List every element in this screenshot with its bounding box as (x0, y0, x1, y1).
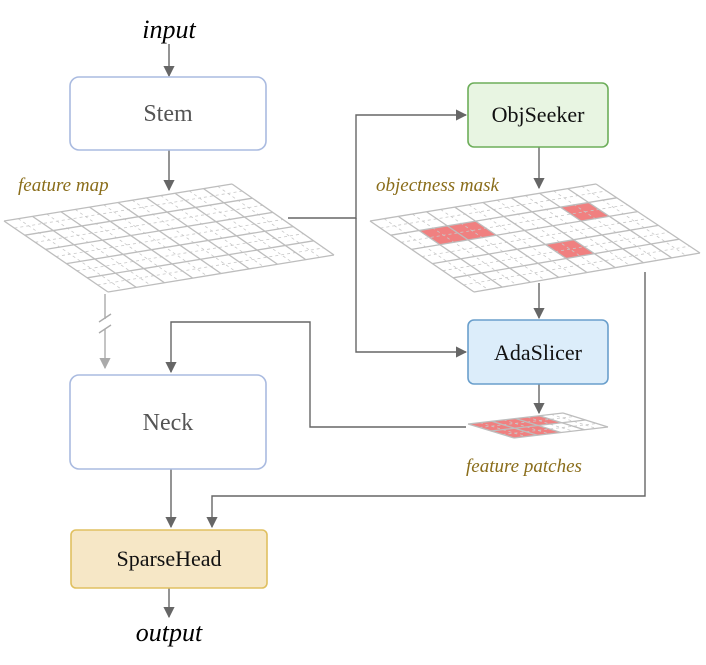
input-label: input (142, 15, 196, 44)
grid-line (567, 188, 673, 259)
neck-block: Neck (69, 374, 267, 470)
arrow-mask-to-sparsehead (206, 272, 646, 529)
highlight-cell (491, 428, 538, 438)
objectness-mask-label: objectness mask (376, 175, 500, 196)
highlight-cell (514, 425, 561, 436)
feature-map-label: feature map (18, 175, 109, 196)
feature-map-grid (3, 183, 335, 293)
grid-line (174, 192, 278, 265)
grid-line (411, 210, 638, 251)
objseeker-label: ObjSeeker (492, 102, 586, 127)
arrow-featuremap-to-adaslicer (355, 218, 468, 358)
grid-line (390, 197, 617, 236)
objseeker-block: ObjSeeker (467, 82, 609, 148)
feature-patches-grid (467, 412, 609, 439)
grid-line (3, 220, 109, 293)
grid-subline (468, 204, 574, 276)
arrow-patches-to-neck (165, 321, 466, 428)
grid-line (467, 412, 564, 425)
grid-line (397, 215, 503, 288)
grid-line (595, 183, 701, 254)
stem-block: Stem (69, 76, 267, 151)
arrow-featuremap-to-objseeker (288, 109, 468, 219)
adaslicer-block: AdaSlicer (467, 319, 609, 385)
grid-subline (502, 423, 597, 435)
grid-line (60, 211, 165, 284)
grid-line (117, 201, 222, 275)
grid-line (45, 211, 273, 251)
grid-line (89, 206, 194, 279)
grid-subline (479, 422, 526, 438)
grid-subline (75, 209, 179, 281)
grid-line (482, 201, 588, 274)
grid-line (203, 188, 307, 261)
grid-line (510, 197, 616, 269)
grid-line (3, 183, 233, 222)
grid-subline (132, 199, 236, 272)
grid-subline (527, 416, 573, 432)
grid-line (66, 225, 294, 265)
grid-line (369, 183, 597, 222)
grid-line (369, 220, 475, 293)
grid-line (231, 183, 335, 256)
sparsehead-block: SparseHead (70, 529, 268, 589)
grid-subline (503, 419, 550, 435)
adaslicer-label: AdaSlicer (494, 340, 583, 365)
objectness-mask-grid (369, 183, 701, 293)
grid-subline (440, 209, 545, 281)
grid-line (87, 240, 314, 279)
grid-line (454, 206, 560, 278)
grid-subline (217, 185, 321, 258)
grid-line (539, 192, 644, 264)
break-mark-icon (96, 313, 114, 334)
grid-subline (551, 413, 597, 429)
neck-label: Neck (143, 410, 194, 436)
stem-label: Stem (143, 101, 193, 127)
grid-line (473, 252, 701, 293)
grid-subline (103, 204, 208, 277)
grid-subline (581, 185, 687, 256)
grid-line (453, 238, 680, 279)
grid-line (513, 426, 609, 439)
grid-subline (479, 416, 575, 428)
feature-patches-label: feature patches (466, 456, 582, 477)
grid-line (490, 419, 586, 432)
connectors (96, 44, 646, 619)
output-label: output (136, 618, 203, 647)
grid-line (432, 224, 659, 265)
grid-line (32, 215, 137, 288)
grid-line (426, 211, 531, 283)
grid-line (107, 254, 335, 293)
highlight-cell (468, 421, 515, 431)
highlight-cell (515, 415, 562, 426)
highlight-cell (491, 418, 539, 429)
grid-line (24, 197, 253, 236)
sparsehead-label: SparseHead (116, 546, 221, 571)
grid-line (146, 197, 250, 270)
